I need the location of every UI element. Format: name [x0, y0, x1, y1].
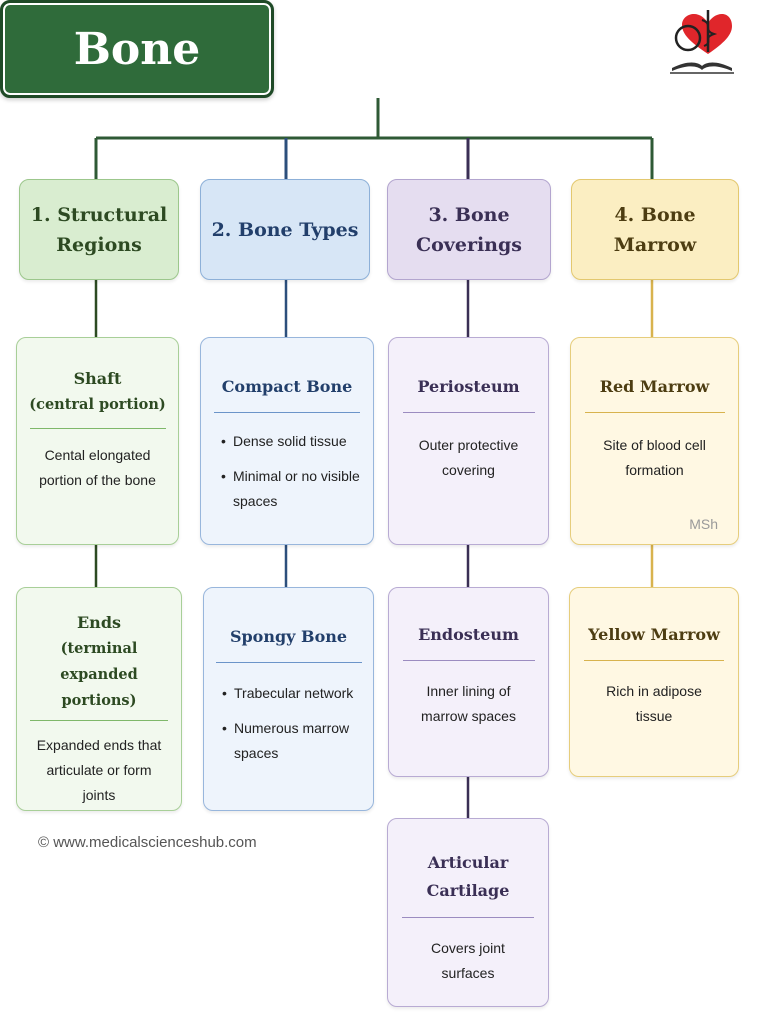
bullet-item: Numerous marrow spaces — [220, 716, 361, 766]
card-description: Site of blood cell formation — [603, 437, 706, 478]
caduceus-snake — [701, 19, 718, 47]
card-divider — [30, 720, 168, 721]
card-periosteum: Periosteum Outer protective covering — [388, 337, 549, 545]
card-description: Rich in adipose tissue — [606, 683, 702, 724]
card-description: Cental elongated portion of the bone — [39, 447, 156, 488]
root-title: Bone — [73, 23, 201, 75]
card-shaft: Shaft (central portion) Cental elongated… — [16, 337, 179, 545]
copyright-text: © www.medicalscienceshub.com — [38, 834, 257, 851]
card-title: Yellow Marrow — [588, 625, 720, 644]
card-divider — [584, 412, 725, 413]
open-book — [672, 62, 732, 71]
card-title: Endosteum — [418, 625, 519, 644]
category-label: 1. Structural Regions — [30, 203, 168, 256]
card-title: Shaft — [73, 369, 122, 388]
card-title: Ends — [76, 613, 122, 632]
category-label: 2. Bone Types — [211, 218, 359, 241]
card-divider — [214, 412, 360, 413]
card-compact-bone: Compact Bone Dense solid tissue Minimal … — [200, 337, 374, 545]
medical-heart-book-logo — [670, 10, 734, 74]
category-label: 4. Bone Marrow — [613, 203, 697, 256]
card-title: Red Marrow — [599, 377, 710, 396]
card-endosteum: Endosteum Inner lining of marrow spaces — [388, 587, 549, 777]
card-divider — [402, 660, 535, 661]
stethoscope-ring — [674, 24, 702, 52]
bullet-item: Minimal or no visible spaces — [219, 464, 361, 514]
card-subtitle: (terminal expanded portions) — [60, 640, 138, 709]
card-articular-cartilage: Articular Cartilage Covers joint surface… — [387, 818, 549, 1007]
bullet-list: Dense solid tissue Minimal or no visible… — [213, 429, 361, 514]
root-connector — [94, 98, 654, 180]
card-spongy-bone: Spongy Bone Trabecular network Numerous … — [203, 587, 374, 811]
card-divider — [29, 428, 166, 429]
bullet-item: Trabecular network — [220, 681, 361, 706]
column-connectors — [94, 279, 654, 818]
card-description: Covers joint surfaces — [431, 940, 505, 981]
card-title: Articular Cartilage — [426, 853, 510, 900]
card-divider — [402, 412, 535, 413]
root-node-bone: Bone — [0, 0, 274, 98]
category-bone-coverings: 3. Bone Coverings — [387, 179, 551, 280]
card-title: Compact Bone — [221, 377, 353, 396]
card-divider — [216, 662, 362, 663]
category-bone-types: 2. Bone Types — [200, 179, 370, 280]
card-title: Spongy Bone — [229, 627, 348, 646]
card-title: Periosteum — [417, 377, 520, 396]
card-description: Outer protective covering — [418, 437, 519, 478]
card-yellow-marrow: Yellow Marrow Rich in adipose tissue — [569, 587, 739, 777]
card-ends: Ends (terminal expanded portions) Expand… — [16, 587, 182, 811]
card-red-marrow: Red Marrow Site of blood cell formation … — [570, 337, 739, 545]
card-description: Expanded ends that articulate or form jo… — [36, 737, 162, 803]
bullet-item: Dense solid tissue — [219, 429, 361, 454]
category-bone-marrow: 4. Bone Marrow — [571, 179, 739, 280]
category-label: 3. Bone Coverings — [416, 203, 522, 256]
bullet-list: Trabecular network Numerous marrow space… — [216, 681, 361, 766]
msh-watermark: MSh — [689, 516, 718, 532]
card-divider — [584, 660, 724, 661]
category-structural-regions: 1. Structural Regions — [19, 179, 179, 280]
card-description: Inner lining of marrow spaces — [421, 683, 516, 724]
card-divider — [402, 917, 534, 918]
card-subtitle: (central portion) — [29, 396, 166, 413]
